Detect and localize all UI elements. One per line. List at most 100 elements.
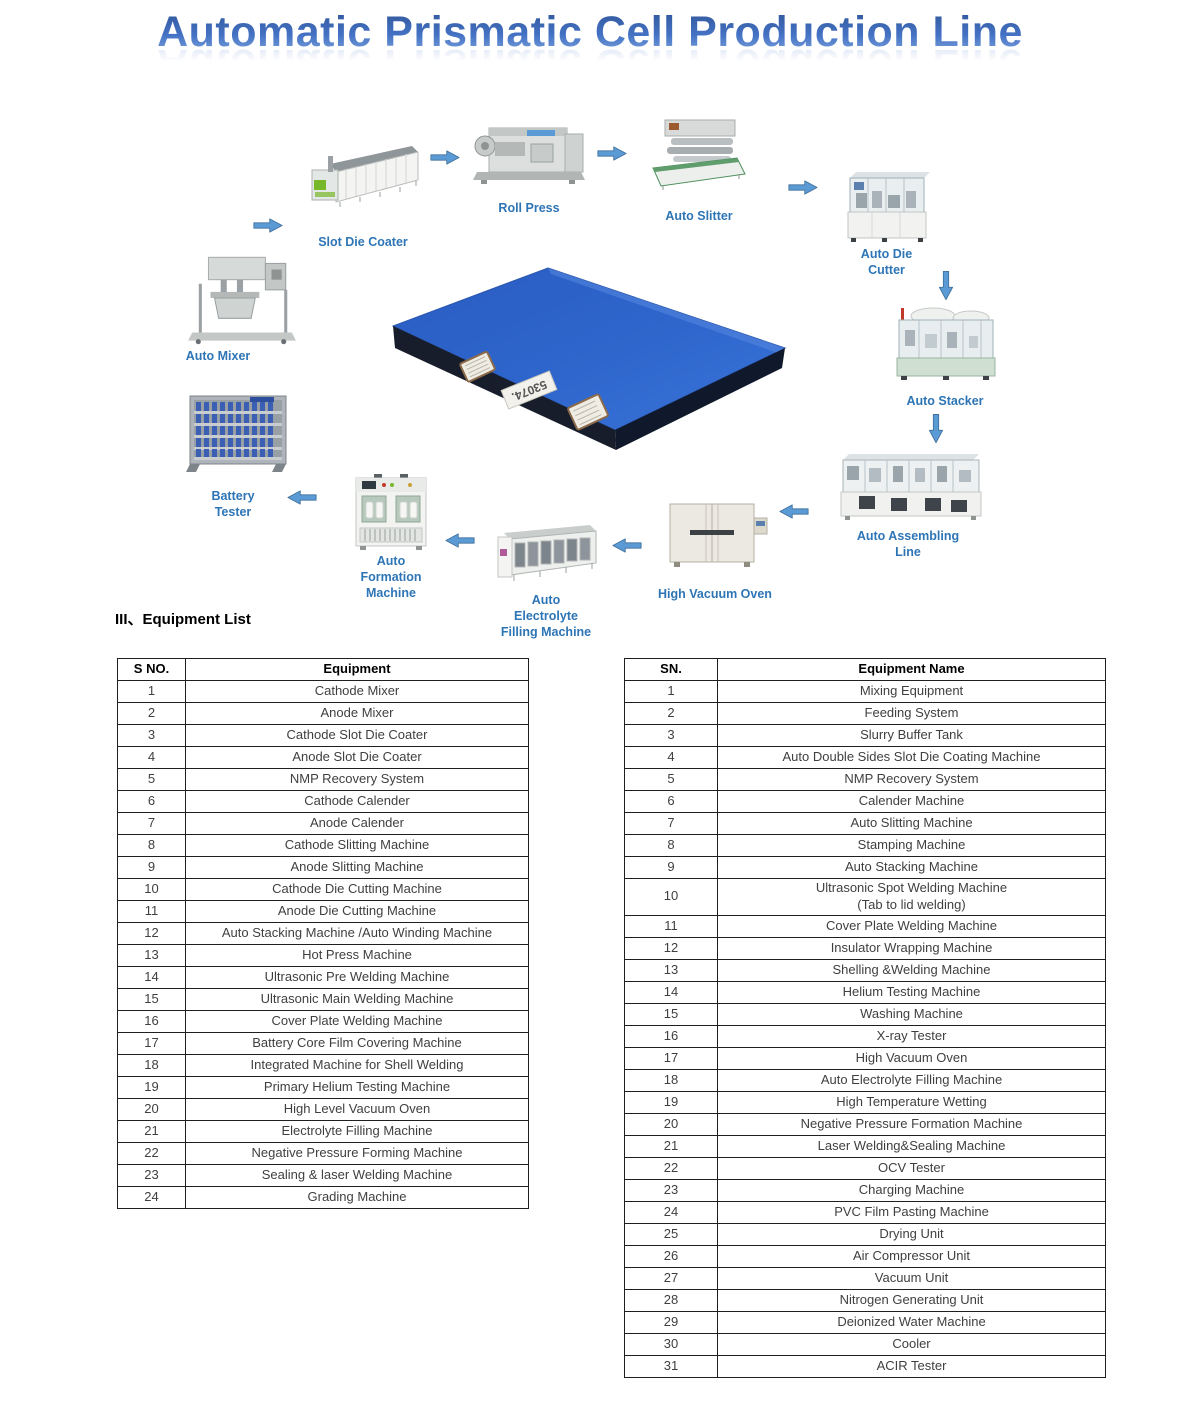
serial-number-cell: 20 (624, 1112, 718, 1136)
serial-number-cell: 12 (117, 922, 186, 945)
equipment-name-cell: Air Compressor Unit (717, 1244, 1106, 1268)
auto-die-cutter-image (838, 166, 935, 246)
serial-number-cell: 11 (117, 900, 186, 923)
auto-mixer-image (180, 253, 302, 345)
battery-tester-image (180, 390, 295, 475)
serial-number-cell: 21 (117, 1120, 186, 1143)
prismatic-battery-cell-image: 53074. (383, 262, 793, 454)
equipment-name-cell: Insulator Wrapping Machine (717, 936, 1106, 960)
equipment-name-cell: PVC Film Pasting Machine (717, 1200, 1106, 1224)
table-header-row: S NO. Equipment (117, 658, 529, 681)
equipment-name-cell: Cover Plate Welding Machine (717, 914, 1106, 938)
equipment-name-cell: Slurry Buffer Tank (717, 724, 1106, 747)
equipment-name-cell: Laser Welding&Sealing Machine (717, 1134, 1106, 1158)
serial-number-cell: 12 (624, 936, 718, 960)
high-vacuum-oven-image (660, 498, 770, 570)
serial-number-cell: 8 (624, 834, 718, 857)
equipment-name-cell: Electrolyte Filling Machine (185, 1120, 529, 1143)
equipment-name-cell: Auto Electrolyte Filling Machine (717, 1068, 1106, 1092)
serial-number-cell: 19 (624, 1090, 718, 1114)
serial-number-cell: 24 (624, 1200, 718, 1224)
equipment-name-cell: Cover Plate Welding Machine (185, 1010, 529, 1033)
title-wrap: Automatic Prismatic Cell Production Line (0, 8, 1180, 57)
equipment-name-cell: Helium Testing Machine (717, 980, 1106, 1004)
serial-number-cell: 7 (117, 812, 186, 835)
equipment-name-cell: Ultrasonic Spot Welding Machine (Tab to … (717, 878, 1106, 916)
auto-slitter-image (648, 116, 750, 192)
flow-arrow-left (612, 537, 642, 554)
flow-arrow-right (253, 217, 283, 234)
auto-die-cutter-label: Auto Die Cutter (860, 247, 913, 277)
equipment-name-cell: Shelling &Welding Machine (717, 958, 1106, 982)
equipment-header: Equipment (185, 658, 529, 681)
serial-number-cell: 4 (117, 746, 186, 769)
auto-stacker-image (885, 300, 1005, 385)
flow-arrow-down (938, 270, 955, 301)
equipment-name-cell: High Temperature Wetting (717, 1090, 1106, 1114)
battery-tester-label: Battery Tester (211, 489, 255, 519)
auto-stacker-label: Auto Stacker (906, 394, 984, 408)
equipment-name-cell: Sealing & laser Welding Machine (185, 1164, 529, 1187)
section-heading: III、Equipment List (115, 611, 251, 628)
flow-arrow-right (430, 149, 460, 166)
serial-number-cell: 3 (117, 724, 186, 747)
auto-assembling-line-image (833, 446, 983, 524)
flow-arrow-right (788, 179, 818, 196)
equipment-name-cell: X-ray Tester (717, 1024, 1106, 1048)
equipment-name-cell: Hot Press Machine (185, 944, 529, 967)
serial-number-cell: 15 (117, 988, 186, 1011)
auto-slitter-label: Auto Slitter (665, 209, 733, 223)
equipment-name-cell: Anode Calender (185, 812, 529, 835)
equipment-name-cell: Drying Unit (717, 1222, 1106, 1246)
serial-number-cell: 3 (624, 724, 718, 747)
serial-number-cell: 29 (624, 1310, 718, 1334)
serial-number-cell: 7 (624, 812, 718, 835)
equipment-name-cell: Anode Mixer (185, 702, 529, 725)
equipment-name-cell: NMP Recovery System (717, 768, 1106, 791)
serial-number-header: S NO. (117, 658, 186, 681)
equipment-name-cell: Auto Stacking Machine /Auto Winding Mach… (185, 922, 529, 945)
flow-arrow-right (597, 145, 627, 162)
equipment-name-cell: Auto Stacking Machine (717, 856, 1106, 879)
serial-number-cell: 23 (624, 1178, 718, 1202)
slot-die-coater-image (300, 140, 425, 218)
equipment-name-cell: Deionized Water Machine (717, 1310, 1106, 1334)
auto-mixer-label: Auto Mixer (185, 349, 251, 363)
equipment-name-cell: Battery Core Film Covering Machine (185, 1032, 529, 1055)
equipment-name-cell: ACIR Tester (717, 1354, 1106, 1378)
equipment-name-cell: Cooler (717, 1332, 1106, 1356)
equipment-name-cell: Cathode Calender (185, 790, 529, 813)
serial-number-cell: 6 (117, 790, 186, 813)
flow-arrow-down (928, 413, 945, 444)
serial-number-cell: 1 (624, 680, 718, 703)
serial-number-cell: 14 (117, 966, 186, 989)
equipment-name-header: Equipment Name (717, 658, 1106, 681)
equipment-name-cell: OCV Tester (717, 1156, 1106, 1180)
equipment-name-cell: Nitrogen Generating Unit (717, 1288, 1106, 1312)
serial-number-cell: 18 (117, 1054, 186, 1077)
auto-formation-machine-image (350, 472, 432, 554)
